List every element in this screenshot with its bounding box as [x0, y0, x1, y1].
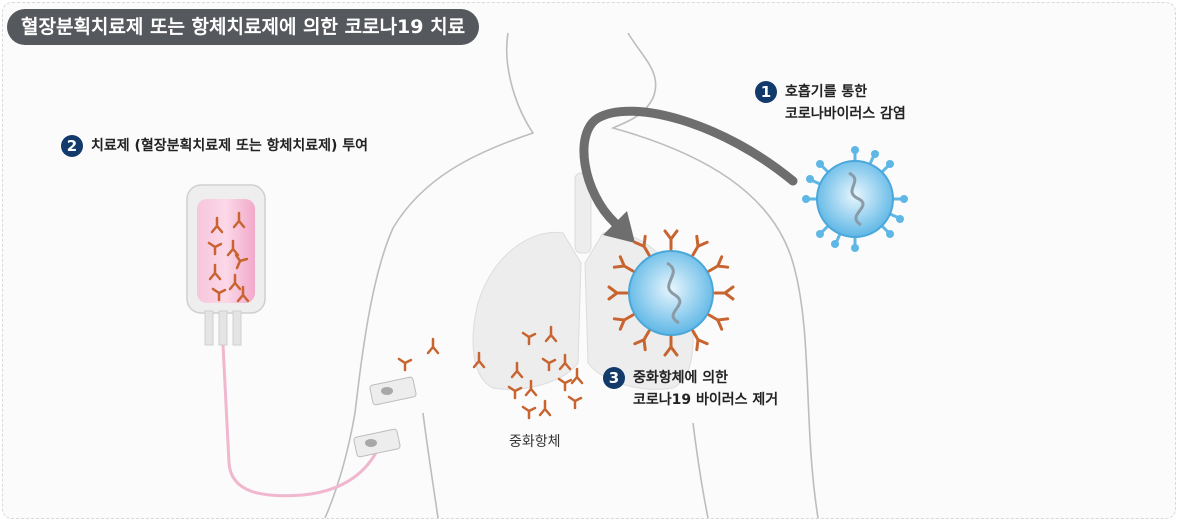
neutralized-virus: [607, 229, 735, 357]
step-3-line-2: 코로나19 바이러스 제거: [633, 392, 779, 408]
step-2-line-1: 치료제 (혈장분획치료제 또는 항체치료제) 투여: [91, 138, 369, 154]
step-1-text: 호흡기를 통한 코로나바이러스 감염: [785, 81, 906, 125]
page-title: 혈장분획치료제 또는 항체치료제에 의한 코로나19 치료: [7, 9, 480, 45]
step-1-badge: 1: [755, 81, 777, 103]
step-3-badge: 3: [603, 367, 625, 389]
step-1-line-2: 코로나바이러스 감염: [785, 106, 906, 122]
body-outline: [324, 32, 819, 518]
infection-arrow: [579, 106, 798, 243]
step-3-line-1: 중화항체에 의한: [633, 370, 729, 386]
step-1-line-1: 호흡기를 통한: [785, 84, 868, 100]
step-1-infection: 1 호흡기를 통한 코로나바이러스 감염: [755, 81, 906, 125]
iv-bag: [186, 184, 266, 346]
iv-tape: [353, 376, 417, 458]
step-2-badge: 2: [61, 135, 83, 157]
step-2-text: 치료제 (혈장분획치료제 또는 항체치료제) 투여: [91, 135, 368, 157]
step-3-text: 중화항체에 의한 코로나19 바이러스 제거: [633, 367, 778, 411]
free-virus: [802, 146, 908, 252]
step-3-neutralization: 3 중화항체에 의한 코로나19 바이러스 제거: [603, 367, 778, 411]
iv-tube: [221, 344, 379, 498]
scene: [186, 32, 908, 518]
antibody-cluster: [397, 325, 584, 420]
step-2-administration: 2 치료제 (혈장분획치료제 또는 항체치료제) 투여: [61, 135, 368, 157]
antibody-label: 중화항체: [509, 434, 561, 450]
